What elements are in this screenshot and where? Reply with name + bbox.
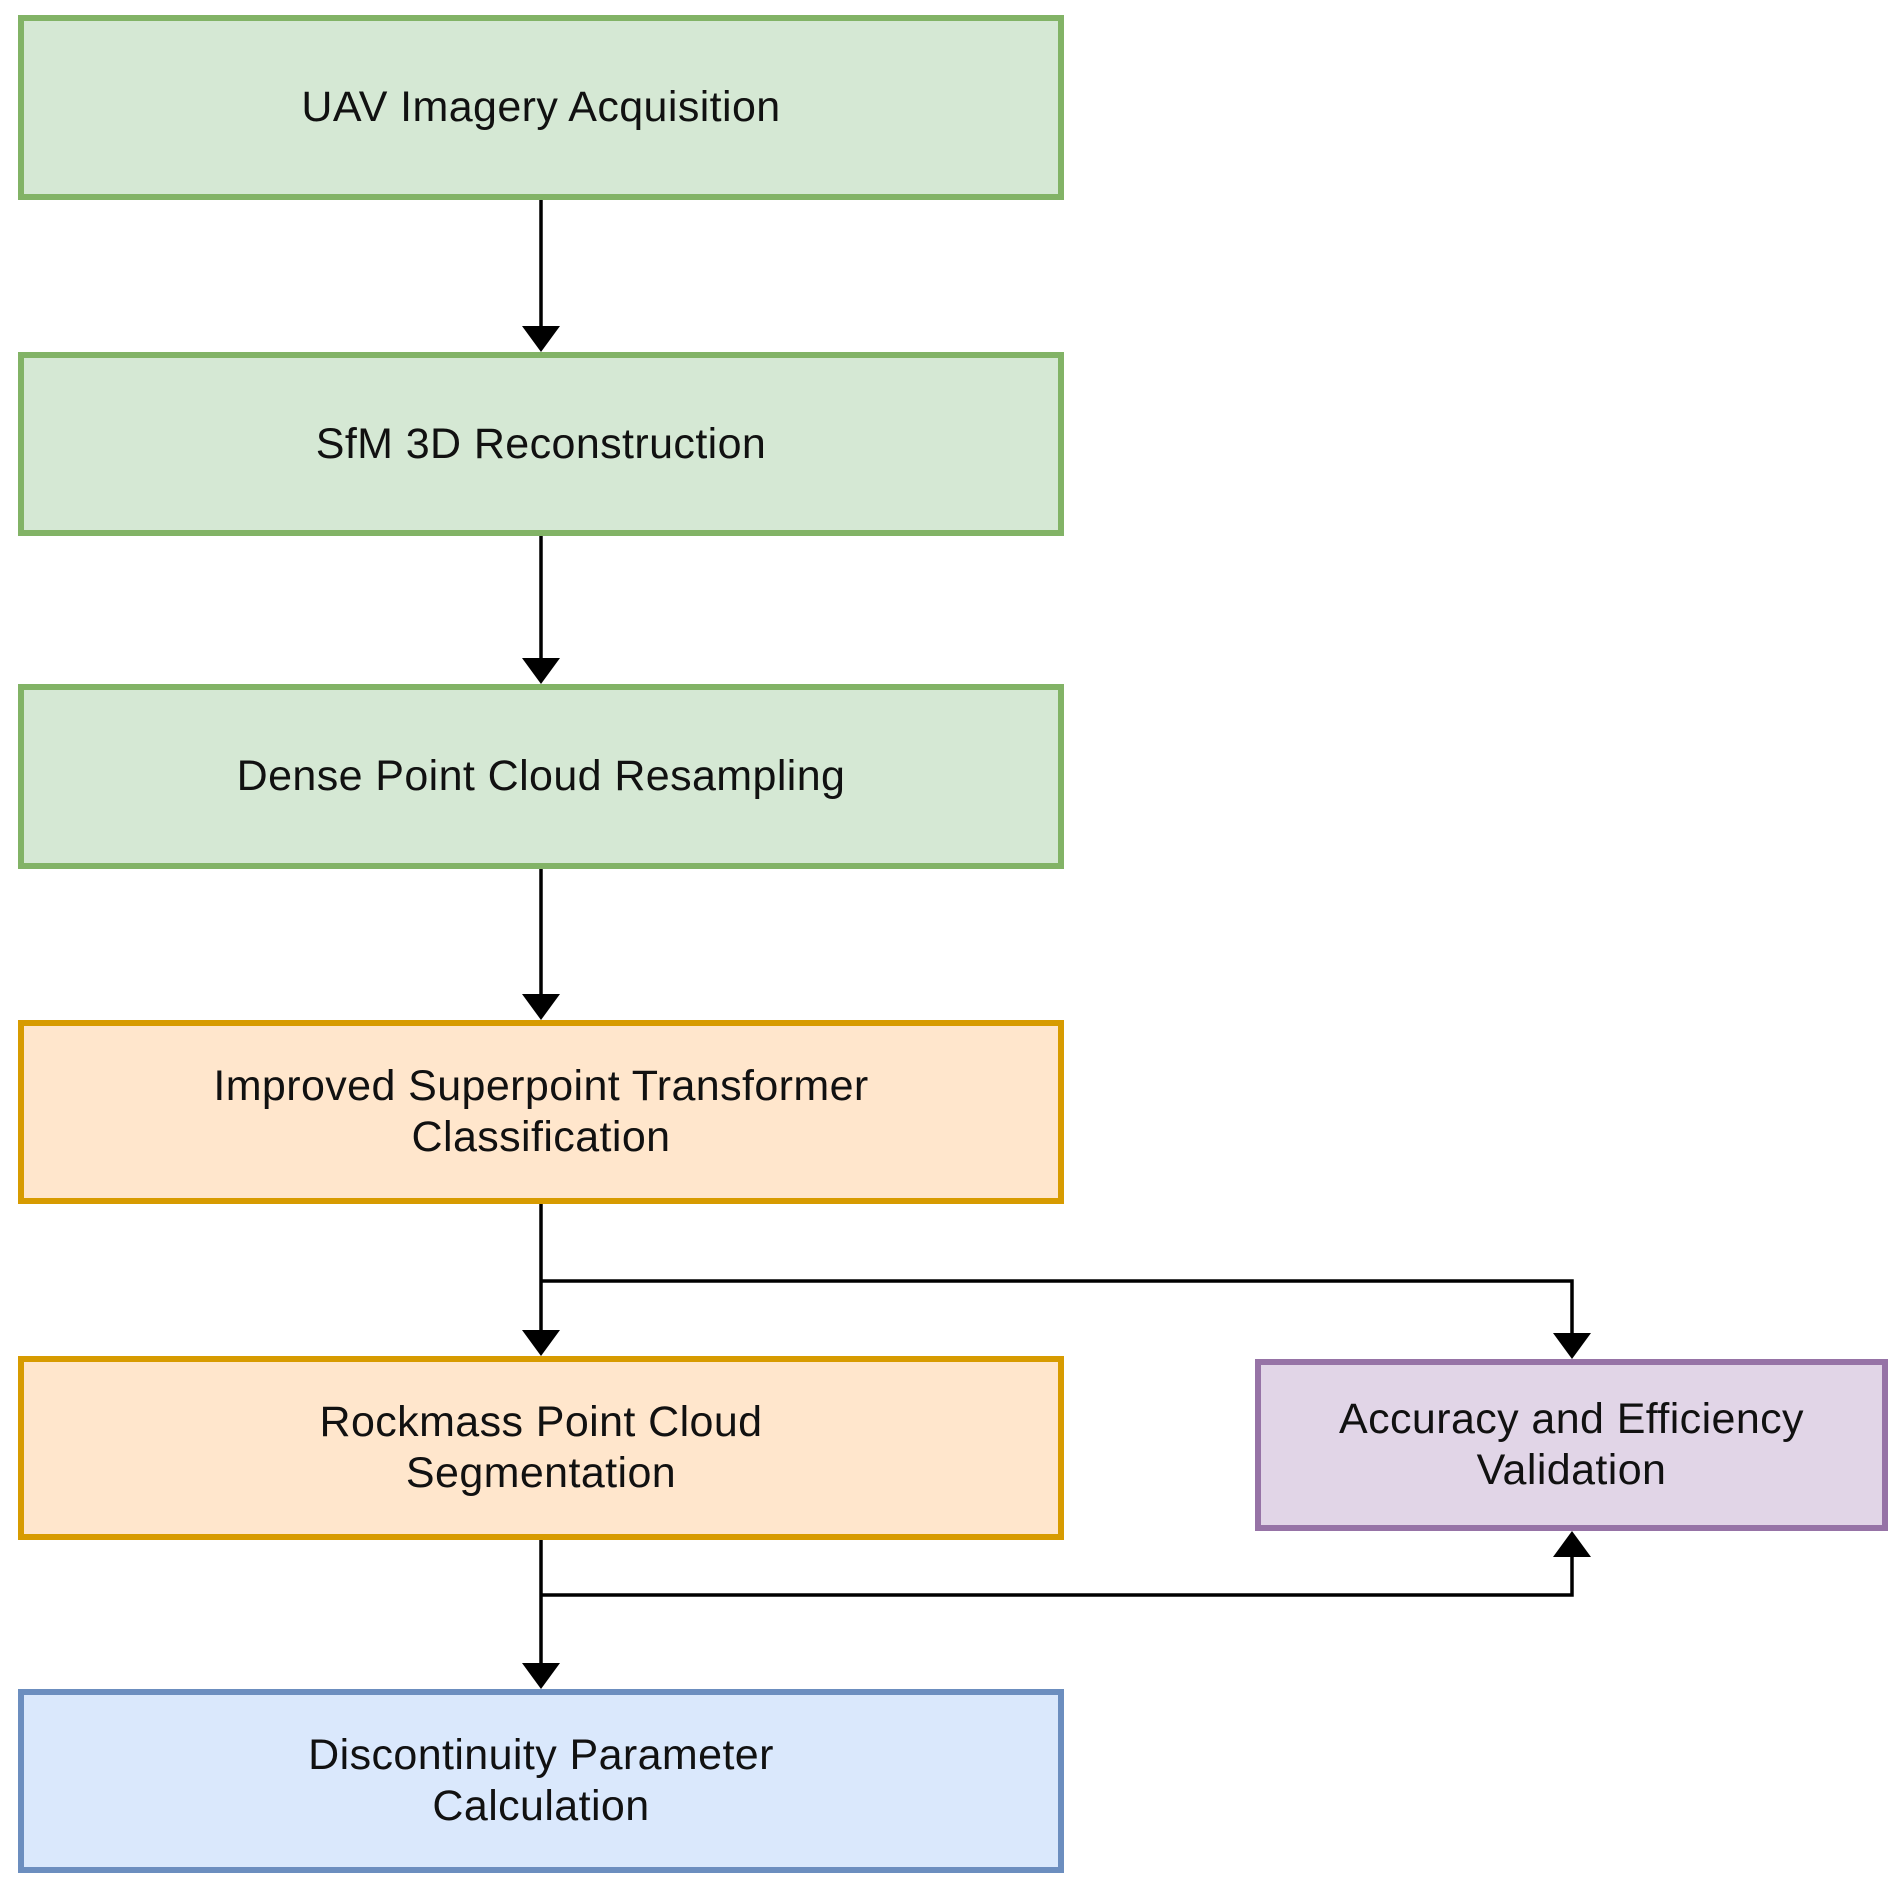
node-label: Improved Superpoint Transformer Classifi… [213, 1062, 869, 1161]
node-uav-imagery-acquisition: UAV Imagery Acquisition [18, 15, 1064, 200]
node-label: UAV Imagery Acquisition [301, 83, 781, 132]
node-sfm-3d-reconstruction: SfM 3D Reconstruction [18, 352, 1064, 536]
node-label: Accuracy and Efficiency Validation [1339, 1395, 1804, 1494]
edge-seg-to-validation [541, 1557, 1574, 1597]
arrowhead-sfm [522, 326, 560, 352]
node-label: Dense Point Cloud Resampling [236, 752, 846, 801]
edge-ispt-to-validation [541, 1279, 1574, 1333]
arrowhead-validation-top [1553, 1333, 1591, 1359]
node-label: SfM 3D Reconstruction [315, 419, 767, 468]
node-rockmass-segmentation: Rockmass Point Cloud Segmentation [18, 1356, 1064, 1540]
node-discontinuity-parameter-calculation: Discontinuity Parameter Calculation [18, 1689, 1064, 1873]
arrowhead-dense [522, 658, 560, 684]
node-label: Discontinuity Parameter Calculation [308, 1731, 774, 1830]
arrowhead-ispt [522, 994, 560, 1020]
node-accuracy-efficiency-validation: Accuracy and Efficiency Validation [1255, 1359, 1888, 1531]
arrowhead-seg [522, 1330, 560, 1356]
arrowhead-validation-bottom [1553, 1531, 1591, 1557]
node-label: Rockmass Point Cloud Segmentation [319, 1398, 763, 1497]
arrowhead-param [522, 1663, 560, 1689]
node-superpoint-transformer-classification: Improved Superpoint Transformer Classifi… [18, 1020, 1064, 1204]
node-dense-point-cloud-resampling: Dense Point Cloud Resampling [18, 684, 1064, 869]
